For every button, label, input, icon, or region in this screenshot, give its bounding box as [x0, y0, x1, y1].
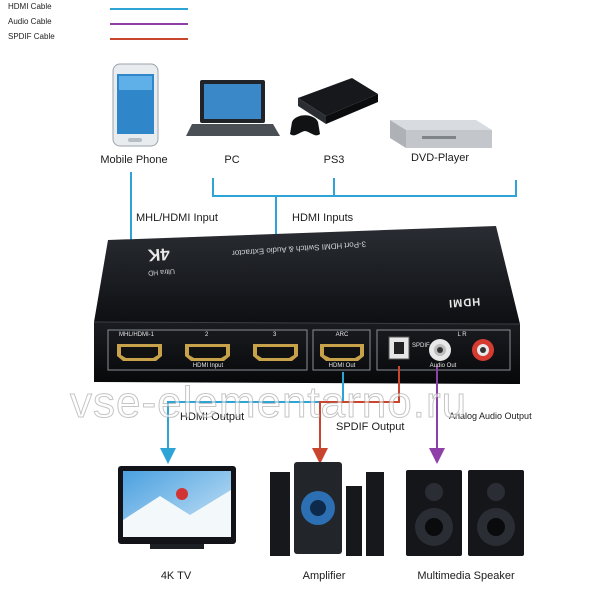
device-badge-main: 4K [147, 244, 171, 265]
amplifier-icon [270, 462, 384, 556]
pc-label: PC [224, 154, 240, 166]
arc-label: ARC [335, 332, 349, 338]
lr-label: L R [457, 332, 467, 338]
amplifier-label: Amplifier [302, 570, 346, 582]
hdmi-port-2 [185, 344, 230, 361]
legend-audio-line [110, 23, 188, 25]
tv-icon [118, 466, 236, 549]
mobile-phone-label: Mobile Phone [100, 154, 168, 166]
hdmi-port-3 [253, 344, 298, 361]
legend-hdmi: HDMI Cable [8, 2, 52, 11]
legend-spdif-line [110, 38, 188, 40]
rca-left-port [429, 339, 451, 361]
audio-out-label: Audio Out [429, 363, 457, 369]
switch-device [93, 226, 521, 384]
legend-hdmi-label: HDMI Cable [8, 2, 52, 11]
hdmi-inputs-label: HDMI Inputs [292, 212, 354, 224]
tv-label: 4K TV [160, 570, 192, 582]
dvd-player-label: DVD-Player [410, 152, 470, 164]
output-cables [160, 366, 445, 464]
port-1-label: MHL/HDMI-1 [119, 332, 155, 338]
mobile-phone-icon [112, 63, 159, 147]
laptop-icon [186, 80, 280, 136]
watermark-text: vse-elementarno.ru [69, 378, 468, 428]
rca-right-port [472, 339, 494, 361]
hdmi-out-port [320, 344, 364, 361]
legend-hdmi-line [110, 8, 188, 10]
spdif-output-label: SPDIF Output [336, 421, 405, 433]
analog-audio-output-label: Analog Audio Output [449, 411, 532, 421]
hdmi-output-label: HDMI Output [180, 411, 245, 423]
hdmi-out-label: HDMI Out [328, 363, 356, 369]
ps3-console-icon [290, 78, 378, 136]
spdif-port-label: SPDIF [412, 343, 430, 349]
hdmi-logo: HDMI [447, 294, 481, 310]
legend-spdif: SPDIF Cable [8, 32, 55, 41]
legend-spdif-label: SPDIF Cable [8, 32, 55, 41]
port-3-label: 3 [273, 332, 277, 338]
port-2-label: 2 [205, 332, 209, 338]
hdmi-port-1 [117, 344, 162, 361]
speaker-label: Multimedia Speaker [417, 570, 515, 582]
speaker-icon [406, 470, 524, 556]
mhl-input-label: MHL/HDMI Input [136, 212, 218, 224]
dvd-player-icon [390, 120, 492, 148]
ps3-label: PS3 [323, 154, 345, 166]
legend-audio-label: Audio Cable [8, 17, 52, 26]
legend-audio: Audio Cable [8, 17, 52, 26]
input-group-label: HDMI Input [192, 363, 224, 369]
